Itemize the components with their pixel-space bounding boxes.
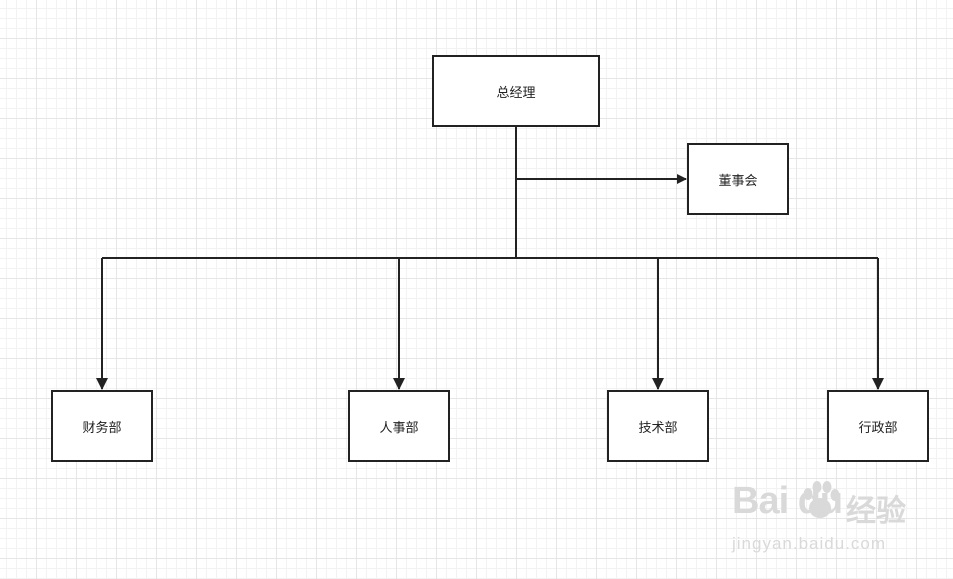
paw-icon <box>803 481 840 518</box>
watermark-cn: 经验 <box>846 495 906 528</box>
baidu-watermark: Bai du 经验 jingyan.baidu.com <box>728 478 948 568</box>
node-ceo[interactable]: 总经理 <box>432 55 600 127</box>
node-hr[interactable]: 人事部 <box>348 390 450 462</box>
node-finance-label: 财务部 <box>82 420 122 436</box>
node-admin[interactable]: 行政部 <box>827 390 929 462</box>
node-board-label: 董事会 <box>718 173 758 189</box>
node-finance[interactable]: 财务部 <box>51 390 153 462</box>
node-tech-label: 技术部 <box>638 420 678 436</box>
node-ceo-label: 总经理 <box>496 85 536 101</box>
node-board[interactable]: 董事会 <box>687 143 789 215</box>
watermark-url: jingyan.baidu.com <box>732 534 887 553</box>
node-tech[interactable]: 技术部 <box>607 390 709 462</box>
node-admin-label: 行政部 <box>858 420 898 436</box>
node-hr-label: 人事部 <box>379 420 419 436</box>
